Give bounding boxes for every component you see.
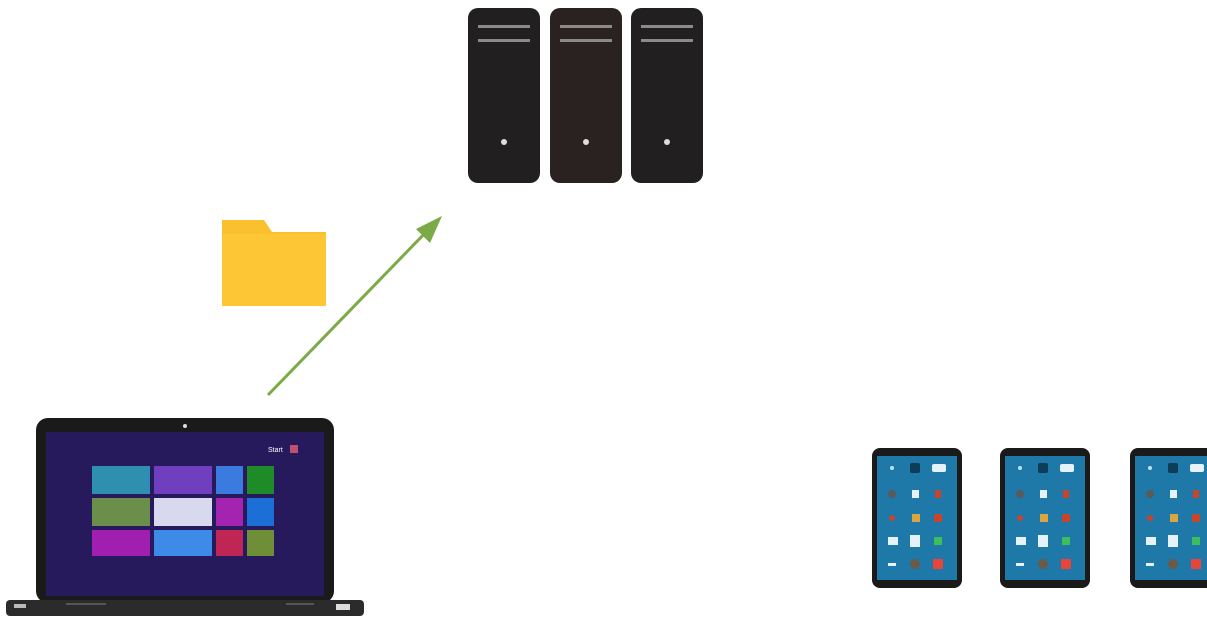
tablet-icon [1000,448,1092,590]
server-icon [468,8,540,183]
server-group [468,8,704,184]
tablet-icon [872,448,964,590]
server-icon [550,8,622,183]
server-icon [631,8,703,183]
upload-arrow [260,210,450,400]
tablet-icon [1130,448,1207,590]
servers-svg [468,8,704,184]
laptop-icon: Start [6,418,366,618]
start-label: Start [268,447,283,454]
